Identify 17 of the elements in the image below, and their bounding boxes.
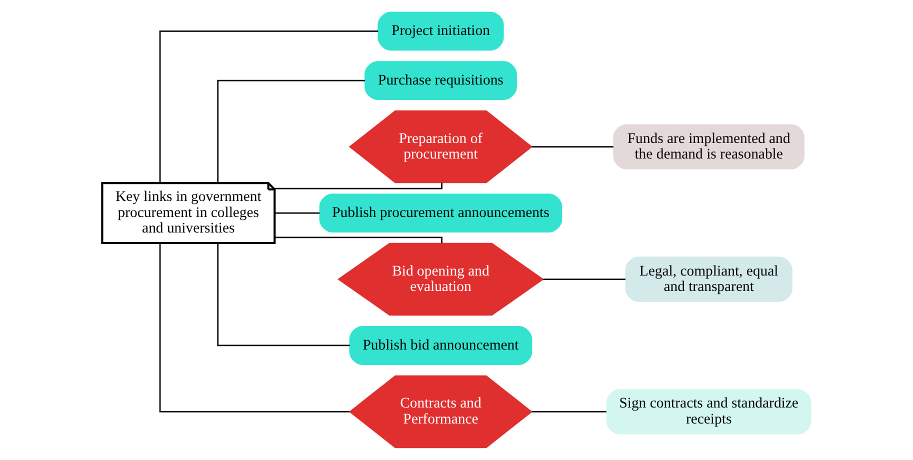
connector <box>274 212 320 214</box>
node-box: Legal, compliant, equal and transparent <box>625 256 792 302</box>
connector <box>217 243 350 346</box>
connector <box>532 146 614 148</box>
node-box: Publish bid announcement <box>349 326 532 365</box>
connector <box>274 182 442 190</box>
connector <box>159 30 378 183</box>
node-box: Project initiation <box>378 12 504 51</box>
connector <box>217 80 365 183</box>
connector <box>543 278 626 280</box>
node-box: Funds are implemented and the demand is reasonable <box>613 124 804 170</box>
node-box: Sign contracts and standardize receipts <box>606 389 812 434</box>
connector <box>159 243 350 412</box>
node-box: Purchase requisitions <box>364 61 517 100</box>
node-box: Publish procurement announcements <box>319 194 562 232</box>
connector <box>274 236 442 244</box>
connector <box>532 411 606 412</box>
